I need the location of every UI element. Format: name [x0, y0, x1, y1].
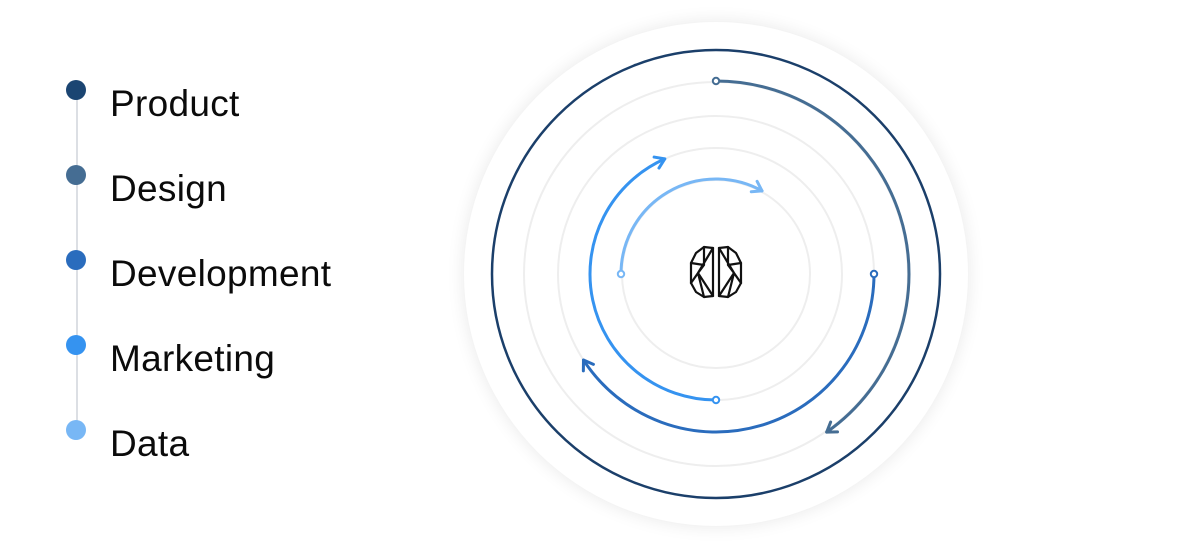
outer-ring: [490, 48, 942, 500]
arc-start-dot-design: [711, 76, 721, 86]
arc-data: [619, 177, 764, 276]
backdrop-circle: [464, 22, 968, 526]
arrowhead-marketing: [652, 155, 667, 170]
legend: Product Design Development Marketing Dat…: [60, 70, 420, 470]
legend-label-data: Data: [110, 423, 190, 464]
arc-development: [581, 272, 876, 434]
arrowhead-design: [825, 420, 840, 434]
legend-item-development: Development: [60, 240, 420, 300]
legend-item-design: Design: [60, 155, 420, 215]
legend-item-data: Data: [60, 410, 420, 470]
legend-label-design: Design: [110, 168, 227, 209]
brain-icon: [689, 245, 743, 299]
legend-dot-design: [66, 165, 86, 185]
arrowhead-data: [749, 179, 764, 194]
arc-start-dot-marketing: [711, 395, 721, 405]
legend-label-marketing: Marketing: [110, 338, 276, 379]
legend-dot-marketing: [66, 335, 86, 355]
arc-start-dot-data: [616, 269, 626, 279]
legend-label-development: Development: [110, 253, 332, 294]
legend-label-product: Product: [110, 83, 240, 124]
legend-item-marketing: Marketing: [60, 325, 420, 385]
cycle-arcs: [581, 76, 911, 434]
arc-design: [714, 79, 911, 434]
legend-item-product: Product: [60, 70, 420, 130]
legend-dot-data: [66, 420, 86, 440]
legend-dot-development: [66, 250, 86, 270]
arc-start-dot-development: [869, 269, 879, 279]
arrowhead-development: [581, 358, 595, 373]
legend-dot-product: [66, 80, 86, 100]
arc-marketing: [588, 157, 718, 402]
